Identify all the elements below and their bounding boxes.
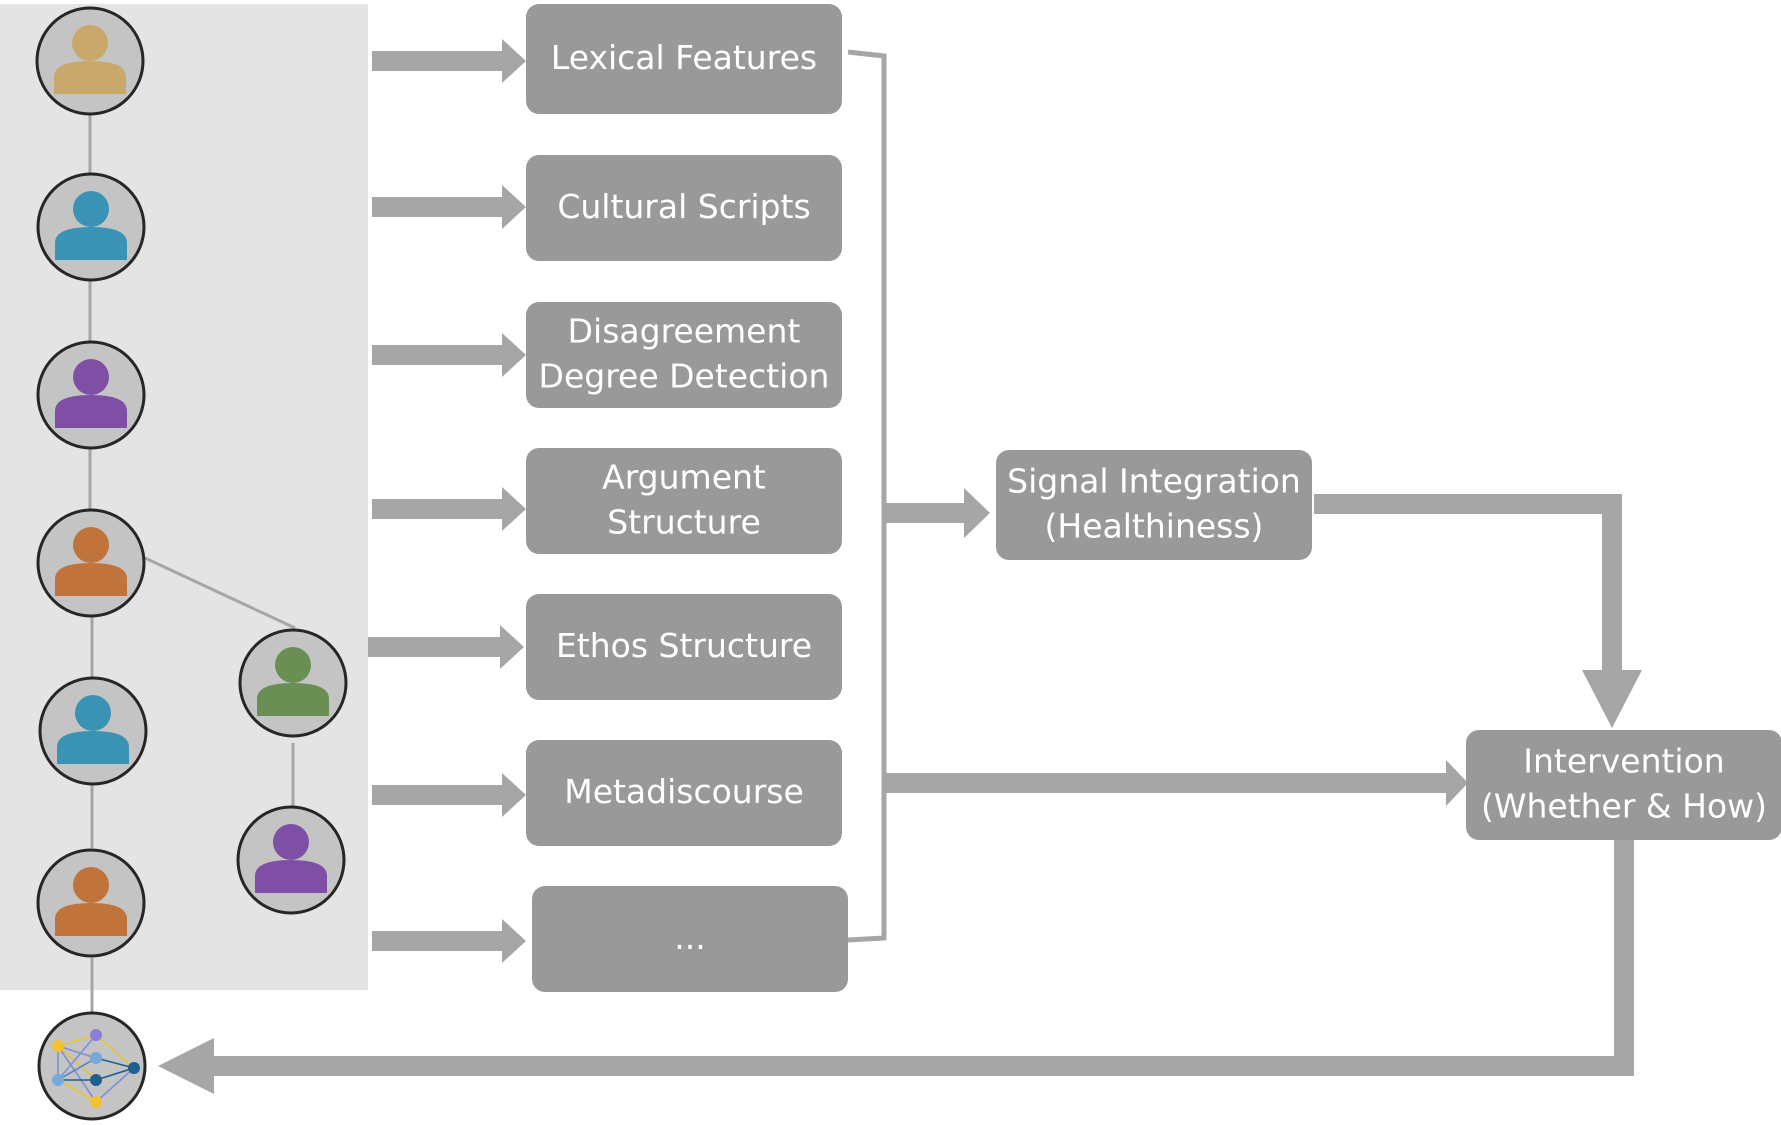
lexical-label: Lexical Features bbox=[551, 38, 817, 77]
signal-integration-label: Signal Integration(Healthiness) bbox=[1007, 461, 1301, 545]
ethos-label: Ethos Structure bbox=[556, 626, 812, 665]
arrow-to-lexical bbox=[372, 39, 526, 83]
intervention-box: Intervention(Whether & How) bbox=[1466, 730, 1781, 840]
more-box: ... bbox=[532, 886, 848, 992]
participants bbox=[35, 6, 348, 958]
arrow-intervention-to-agent bbox=[158, 840, 1634, 1094]
person-icon bbox=[36, 848, 146, 958]
cultural-label: Cultural Scripts bbox=[557, 187, 810, 226]
ethos-box: Ethos Structure bbox=[526, 594, 842, 700]
signal-integration-box: Signal Integration(Healthiness) bbox=[996, 450, 1312, 560]
arrow-to-ethos bbox=[368, 625, 524, 669]
thread-edges bbox=[88, 114, 296, 1012]
person-icon bbox=[238, 628, 348, 738]
feature-arrows bbox=[368, 39, 526, 963]
person-icon bbox=[35, 6, 145, 116]
person-icon bbox=[36, 172, 146, 282]
arrow-signal-to-intervention bbox=[1314, 494, 1642, 728]
metadiscourse-box: Metadiscourse bbox=[526, 740, 842, 846]
more-label: ... bbox=[674, 918, 705, 957]
thread-edge bbox=[144, 556, 296, 630]
lexical-box: Lexical Features bbox=[526, 4, 842, 114]
arrow-to-metadiscourse bbox=[372, 773, 526, 817]
metadiscourse-label: Metadiscourse bbox=[564, 772, 804, 811]
intervention-label: Intervention(Whether & How) bbox=[1481, 741, 1767, 825]
arrow-to-cultural bbox=[372, 185, 526, 229]
arrow-to-more bbox=[372, 919, 526, 963]
arrow-to-signal-integration bbox=[884, 488, 990, 538]
person-icon bbox=[236, 805, 346, 915]
arrow-to-argument bbox=[372, 487, 526, 531]
cultural-box: Cultural Scripts bbox=[526, 155, 842, 261]
arrow-features-to-intervention bbox=[884, 760, 1468, 806]
arrow-to-disagreement bbox=[372, 333, 526, 377]
person-icon bbox=[36, 340, 146, 450]
features-bracket bbox=[847, 49, 887, 943]
neural-network-icon bbox=[37, 1011, 147, 1121]
person-icon bbox=[36, 508, 146, 618]
person-icon bbox=[38, 676, 148, 786]
